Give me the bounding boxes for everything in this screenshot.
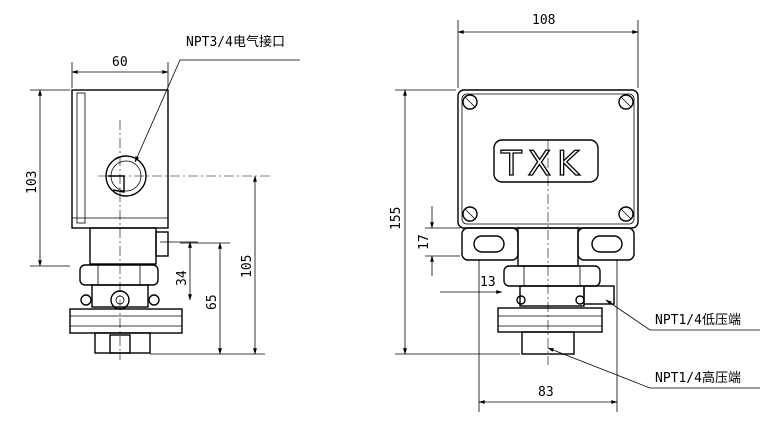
side-bottom-port xyxy=(94,332,151,354)
side-hex-nut xyxy=(79,264,159,286)
dim-side-65: 65 xyxy=(205,294,220,310)
left-mounting-ear xyxy=(461,227,519,261)
dim-side-34: 34 xyxy=(175,270,190,286)
logo-plate xyxy=(493,139,599,183)
high-pressure-port xyxy=(521,331,575,355)
front-hex-nut xyxy=(503,265,601,287)
dim-front-13: 13 xyxy=(480,275,496,290)
dim-side-width: 60 xyxy=(112,55,128,70)
screw-icon xyxy=(462,94,478,110)
side-flange xyxy=(69,308,183,334)
front-view: TXK 108 155 xyxy=(389,13,760,412)
screw-icon xyxy=(618,94,634,110)
dim-front-17: 17 xyxy=(417,234,432,250)
dim-front-height: 155 xyxy=(389,207,404,230)
low-pressure-port xyxy=(583,285,615,305)
side-view: 60 103 34 65 105 NPT3/4电气接口 xyxy=(25,34,300,360)
side-cover-edge xyxy=(76,92,86,224)
dim-side-height: 103 xyxy=(25,171,40,194)
screw-icon xyxy=(462,206,478,222)
callout-high-pressure-port: NPT1/4高压端 xyxy=(655,370,741,386)
dim-side-105: 105 xyxy=(240,255,255,278)
callout-low-pressure-port: NPT1/4低压端 xyxy=(655,313,741,328)
side-neck xyxy=(89,227,157,265)
screw-icon xyxy=(618,206,634,222)
brand-logo: TXK xyxy=(500,144,585,184)
callout-electrical-port: NPT3/4电气接口 xyxy=(186,34,285,50)
right-mounting-ear xyxy=(577,227,635,261)
front-flange xyxy=(497,307,603,333)
dim-front-83: 83 xyxy=(538,385,554,400)
front-valve-block xyxy=(519,285,585,307)
dim-front-width: 108 xyxy=(532,13,555,28)
